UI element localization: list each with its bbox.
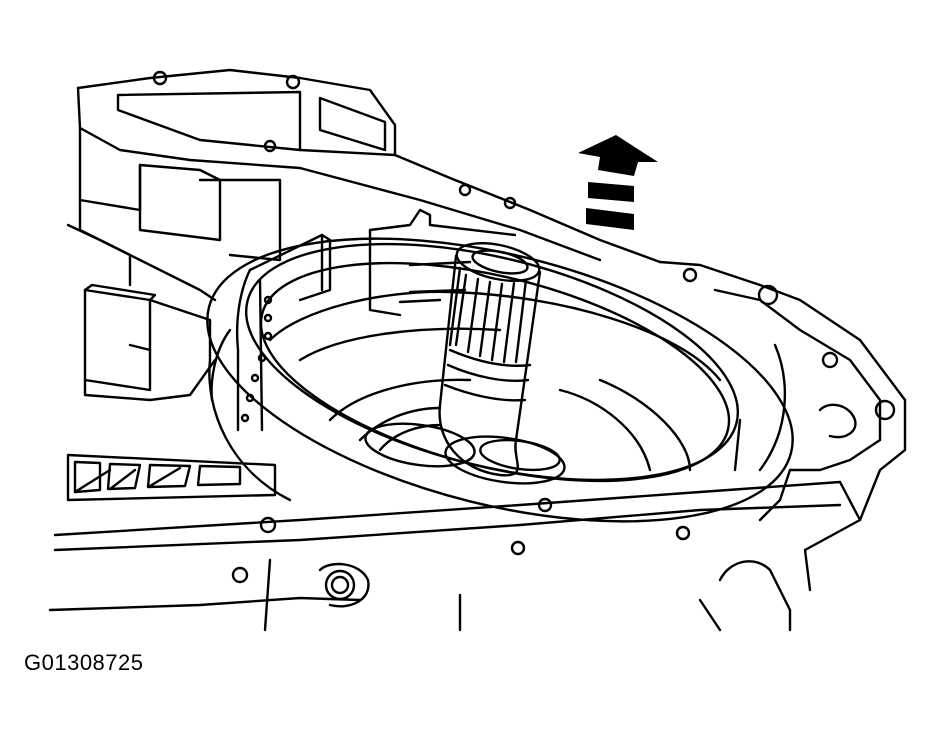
gasket-bolt-2 (537, 497, 553, 513)
case-bore (206, 237, 794, 523)
flange-bolt-1 (757, 284, 779, 306)
bolt-hole-3 (263, 139, 277, 153)
gasket-bolt-6 (324, 569, 356, 601)
flange-bolt-2 (821, 351, 839, 369)
gasket-bolt-1 (259, 516, 277, 534)
input-shaft (438, 242, 542, 477)
case-top-wall (76, 68, 662, 264)
bolt-hole-2 (285, 74, 301, 90)
valve-body-ribs (66, 453, 277, 502)
gasket-bolt-5 (231, 566, 249, 584)
left-tab-block (83, 288, 152, 392)
inner-drum (268, 290, 722, 485)
case-left-side (66, 126, 282, 402)
gasket-bolt-3 (510, 540, 526, 556)
case-right-flange (658, 260, 907, 522)
bolt-hole-4 (458, 183, 472, 197)
bolt-hole-1 (152, 70, 168, 86)
flange-bolt-3 (874, 399, 896, 421)
up-arrow-icon (578, 135, 658, 230)
bolt-hole-5 (503, 196, 517, 210)
case-gasket-face (48, 480, 862, 632)
figure-id-label: G01308725 (24, 650, 144, 675)
flange-bolt-4 (682, 267, 698, 283)
gasket-bolt-4 (675, 525, 691, 541)
brake-band (235, 208, 742, 483)
